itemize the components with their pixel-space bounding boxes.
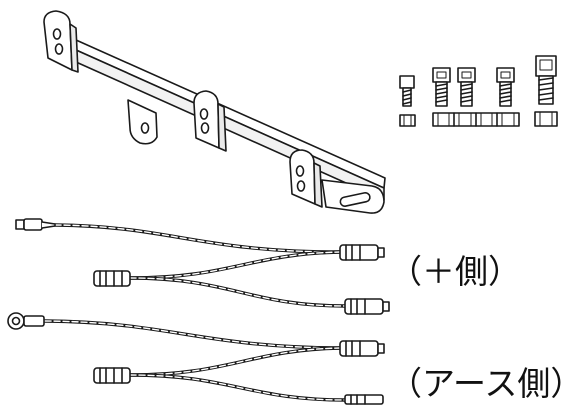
bullet-terminal [15, 218, 56, 231]
male-connector [93, 270, 131, 287]
washer [534, 111, 558, 127]
female-connector [339, 340, 385, 357]
bolt [457, 67, 476, 107]
earth-side-label: （アース側） [389, 364, 567, 403]
bolt-small [399, 75, 415, 107]
bolt [432, 67, 451, 107]
mounting-bracket [43, 10, 386, 214]
plus-side-label: （＋側） [389, 252, 521, 291]
plus-harness [15, 218, 390, 315]
earth-harness [7, 312, 385, 405]
female-connector [344, 298, 390, 315]
male-connector [93, 367, 131, 384]
female-connector [344, 394, 384, 405]
ring-terminal [7, 312, 45, 330]
bolt-set [399, 55, 557, 107]
washer [399, 114, 416, 127]
female-connector [339, 244, 385, 261]
bolt [496, 67, 515, 107]
washer-set [399, 111, 558, 127]
bolt-large [535, 55, 557, 105]
